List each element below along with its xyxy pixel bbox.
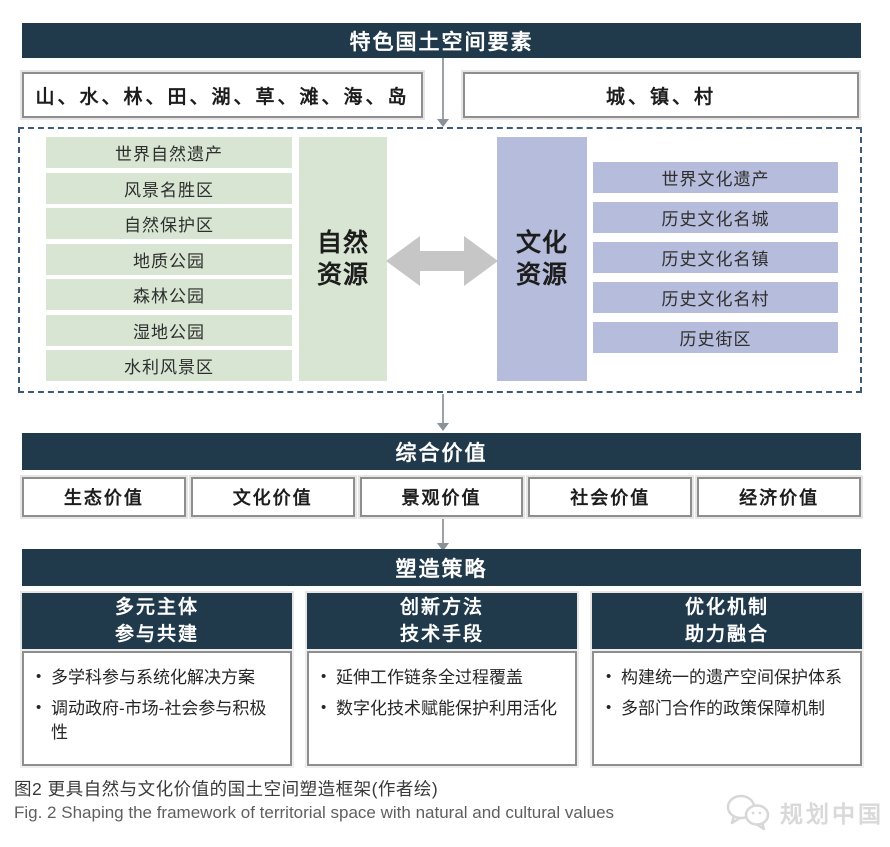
connector-arrowhead-top [437,119,449,127]
strategy-heading-line: 多元主体 [114,597,199,619]
strategy-bullet: 构建统一的遗产空间保护体系 [600,666,852,690]
cultural-item: 历史文化名城 [593,202,838,233]
connector-arrowhead-middle [437,423,449,431]
natural-item: 湿地公园 [46,314,292,346]
cultural-item: 世界文化遗产 [593,162,838,193]
strategy-heading-line: 技术手段 [399,624,484,645]
natural-item: 地质公园 [46,243,292,275]
double-arrow-icon [386,236,498,286]
natural-resources-core-box: 自然 资源 [299,137,387,381]
value-box-social: 社会价值 [528,477,693,517]
natural-item: 自然保护区 [46,208,292,239]
strategy-column-3-header: 优化机制 助力融合 [592,593,862,651]
cultural-resources-core-box: 文化 资源 [497,137,587,381]
publisher-watermark: 规划中国 [726,792,884,832]
strategy-heading-line: 助力融合 [684,624,769,645]
caption-english: Fig. 2 Shaping the framework of territor… [14,803,615,822]
natural-item: 世界自然遗产 [46,137,292,168]
strategy-column-1-header: 多元主体 参与共建 [22,593,292,651]
strategies-banner-title: 塑造策略 [22,549,861,586]
strategy-heading-line: 优化机制 [684,597,769,619]
strategy-bullet: 延伸工作链条全过程覆盖 [315,666,567,690]
strategy-bullet: 多部门合作的政策保障机制 [600,697,852,721]
caption-chinese: 图2 更具自然与文化价值的国土空间塑造框架(作者绘) [14,779,439,799]
strategy-column-1-body: 多学科参与系统化解决方案 调动政府-市场-社会参与积极性 [22,651,292,766]
strategy-heading-line: 创新方法 [399,597,484,619]
values-banner-title: 综合价值 [22,433,861,470]
strategy-column-2-header: 创新方法 技术手段 [307,593,577,651]
strategy-bullet: 调动政府-市场-社会参与积极性 [30,697,282,745]
value-box-landscape: 景观价值 [359,477,524,517]
natural-elements-box: 山、水、林、田、湖、草、滩、海、岛 [22,72,423,118]
strategy-column-3-body: 构建统一的遗产空间保护体系 多部门合作的政策保障机制 [592,651,862,766]
values-row: 生态价值 文化价值 景观价值 社会价值 经济价值 [22,477,861,517]
natural-item: 水利风景区 [46,350,292,381]
cultural-item: 历史文化名村 [593,282,838,313]
cultural-item: 历史文化名镇 [593,242,838,273]
value-box-ecological: 生态价值 [22,477,186,517]
natural-items-column: 世界自然遗产 风景名胜区 自然保护区 地质公园 森林公园 湿地公园 水利风景区 [46,137,292,381]
value-box-economic: 经济价值 [697,477,861,517]
cultural-item: 历史街区 [593,322,838,353]
value-box-cultural: 文化价值 [190,477,355,517]
strategy-bullet: 数字化技术赋能保护利用活化 [315,697,567,721]
cultural-items-column: 世界文化遗产 历史文化名城 历史文化名镇 历史文化名村 历史街区 [593,162,838,353]
connector-line-bottom [442,519,444,544]
watermark-text: 规划中国 [780,801,884,827]
connector-arrowhead-bottom [437,543,449,551]
strategy-bullet: 多学科参与系统化解决方案 [30,666,282,690]
resources-dashed-region [18,127,862,393]
connector-line-middle [442,394,444,424]
top-banner-title: 特色国土空间要素 [22,23,861,58]
natural-item: 风景名胜区 [46,172,292,204]
speech-bubbles-icon [726,794,770,831]
built-elements-box: 城、镇、村 [463,72,859,118]
natural-item: 森林公园 [46,279,292,310]
connector-line-top [442,58,444,120]
strategy-heading-line: 参与共建 [114,624,199,645]
strategy-column-2-body: 延伸工作链条全过程覆盖 数字化技术赋能保护利用活化 [307,651,577,766]
